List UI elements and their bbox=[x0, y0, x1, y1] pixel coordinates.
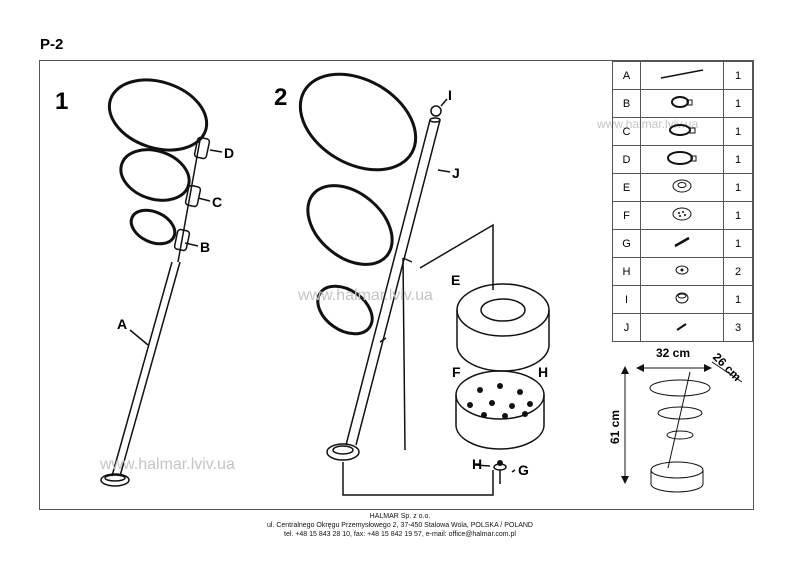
large-ring-d bbox=[107, 78, 209, 152]
callout-g: G bbox=[518, 462, 529, 478]
part-quantity: 1 bbox=[723, 89, 753, 118]
medium-ring-c bbox=[119, 148, 191, 202]
medium-ring-icon bbox=[639, 117, 725, 146]
part-quantity: 1 bbox=[723, 117, 753, 146]
dimension-width: 32 cm bbox=[656, 346, 691, 360]
part-letter: H bbox=[612, 257, 641, 286]
part-letter: C bbox=[612, 117, 641, 146]
footer: HALMAR Sp. z o.o. ul. Centralnego Okręgu… bbox=[0, 512, 800, 539]
callout-b: B bbox=[200, 239, 211, 255]
callout-j: J bbox=[452, 165, 460, 181]
step-2-label: 2 bbox=[274, 84, 288, 111]
part-quantity: 1 bbox=[723, 285, 753, 314]
rod-a bbox=[111, 261, 181, 477]
footer-contact: tel. +48 15 843 28 10, fax: +48 15 842 1… bbox=[284, 531, 516, 538]
cap-i bbox=[430, 105, 442, 117]
screw-icon bbox=[639, 229, 725, 258]
part-quantity: 1 bbox=[723, 61, 753, 90]
instruction-frame bbox=[39, 60, 754, 510]
part-letter: G bbox=[612, 229, 641, 258]
part-quantity: 1 bbox=[723, 173, 753, 202]
dimension-height: 61 cm bbox=[608, 409, 623, 445]
part-quantity: 1 bbox=[723, 145, 753, 174]
part-letter: B bbox=[612, 89, 641, 118]
step-1-label: 1 bbox=[55, 88, 69, 115]
part-letter: J bbox=[612, 313, 641, 342]
part-quantity: 2 bbox=[723, 257, 753, 286]
callout-h-top: H bbox=[538, 364, 549, 380]
sleeve-c bbox=[184, 184, 202, 208]
callout-h-bottom: H bbox=[472, 456, 483, 472]
part-letter: E bbox=[612, 173, 641, 202]
small-screw-icon bbox=[639, 313, 725, 342]
footer-company: HALMAR Sp. z o.o. bbox=[369, 513, 431, 520]
rod-icon bbox=[639, 61, 725, 90]
part-letter: A bbox=[612, 61, 641, 90]
sleeve-b bbox=[173, 228, 191, 252]
callout-e: E bbox=[451, 272, 461, 288]
watermark-bottom: www.halmar.lviv.ua bbox=[100, 456, 235, 473]
part-quantity: 3 bbox=[723, 313, 753, 342]
washer-icon bbox=[639, 257, 725, 286]
base-ring-icon bbox=[639, 173, 725, 202]
part-quantity: 1 bbox=[723, 201, 753, 230]
watermark-middle: www.halmar.lviv.ua bbox=[298, 287, 433, 304]
callout-i: I bbox=[448, 87, 452, 103]
sleeve-d bbox=[193, 136, 211, 160]
product-code: P-2 bbox=[40, 36, 64, 53]
small-ring-icon bbox=[639, 89, 725, 118]
part-quantity: 1 bbox=[723, 229, 753, 258]
part-letter: D bbox=[612, 145, 641, 174]
callout-d: D bbox=[224, 145, 235, 161]
perforated-disc-icon bbox=[639, 201, 725, 230]
part-letter: I bbox=[612, 285, 641, 314]
callout-a: A bbox=[117, 316, 128, 332]
base-foot-1 bbox=[100, 473, 130, 487]
small-ring-b bbox=[129, 208, 177, 246]
callout-c: C bbox=[212, 194, 223, 210]
assembled-pole bbox=[345, 119, 441, 446]
part-letter: F bbox=[612, 201, 641, 230]
callout-f: F bbox=[452, 364, 461, 380]
cap-icon bbox=[639, 285, 725, 314]
large-ring-icon bbox=[639, 145, 725, 174]
footer-address: ul. Centralnego Okręgu Przemysłowego 2, … bbox=[266, 522, 533, 529]
